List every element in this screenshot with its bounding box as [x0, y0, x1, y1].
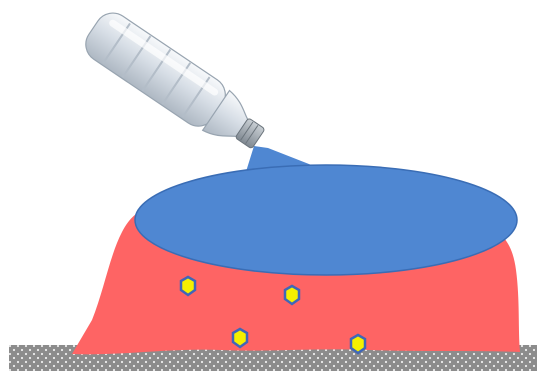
bottle-body	[79, 6, 232, 133]
plastic-water-bottle	[79, 6, 273, 160]
particle	[233, 329, 247, 347]
particle	[285, 286, 299, 304]
water-pool	[135, 165, 517, 275]
particle	[351, 335, 365, 353]
particle	[181, 277, 195, 295]
